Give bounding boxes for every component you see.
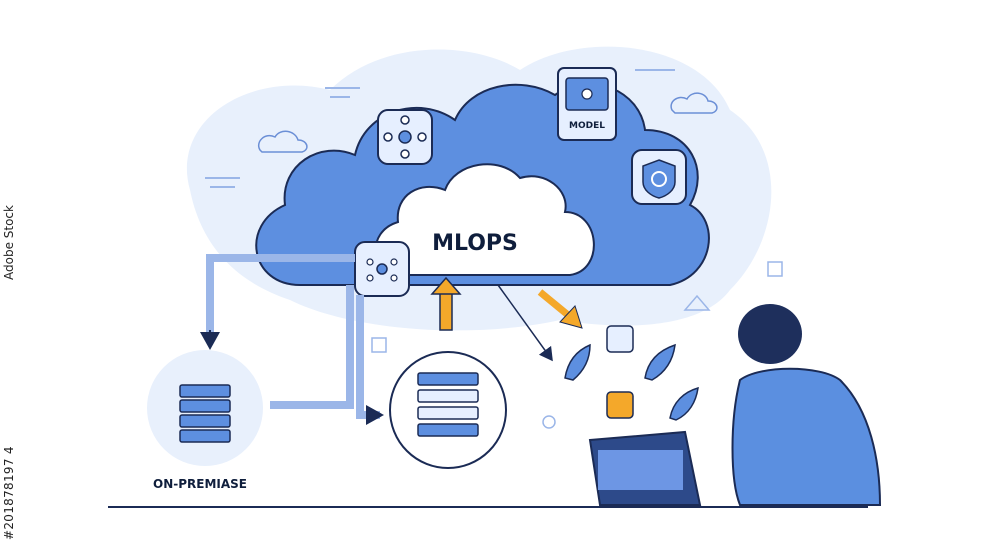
user-badge-icon — [606, 325, 634, 353]
on-premise-node: ON-PREMIASE — [147, 350, 263, 491]
upload-arrow — [430, 276, 462, 331]
data-pipes — [200, 254, 384, 425]
cloud-icon — [258, 130, 308, 153]
network-node-icon — [377, 109, 433, 165]
model-card-icon: MODEL — [557, 67, 617, 141]
decor-shapes — [371, 261, 783, 429]
cloud-icon — [670, 92, 718, 114]
mlops-cloud — [374, 163, 595, 276]
on-premise-label: ON-PREMIASE — [153, 477, 247, 491]
laptop-icon — [588, 430, 702, 506]
model-label: MODEL — [569, 121, 605, 131]
deploy-badge-icon — [606, 391, 634, 419]
rocket-icon — [564, 343, 591, 381]
database-server-icon — [389, 351, 507, 469]
sync-shield-icon — [631, 149, 687, 205]
rocket-icon — [669, 386, 699, 421]
rocket-icon — [644, 343, 676, 381]
network-node-icon — [354, 241, 410, 297]
decor-lines — [205, 69, 675, 188]
mlops-title: MLOPS — [432, 231, 518, 256]
server-rack-icon — [179, 384, 231, 443]
person-figure — [731, 304, 882, 506]
deploy-arrow — [537, 289, 571, 318]
